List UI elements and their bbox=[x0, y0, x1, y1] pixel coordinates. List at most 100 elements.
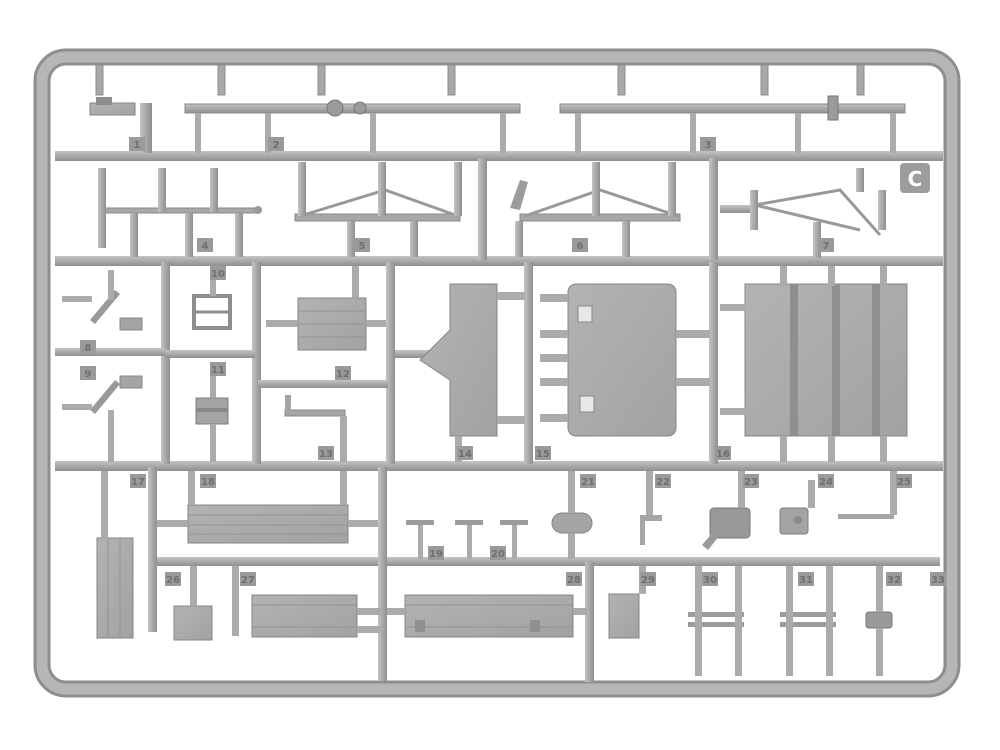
part-number-tag-bg bbox=[129, 137, 145, 151]
part-2 bbox=[184, 99, 521, 153]
part-number-tag-bg bbox=[490, 546, 506, 560]
part-number-tag-bg bbox=[335, 366, 351, 380]
part-number-12: 12 bbox=[336, 369, 350, 380]
sprue-letter-tag: C bbox=[900, 163, 930, 193]
part-number-tag-bg bbox=[566, 572, 582, 586]
part-number-19: 19 bbox=[429, 549, 443, 560]
part-11 bbox=[195, 372, 229, 462]
part-number-26: 26 bbox=[166, 575, 180, 586]
part-28 bbox=[387, 594, 587, 638]
part-18 bbox=[157, 471, 378, 544]
part-4 bbox=[98, 168, 262, 257]
part-17 bbox=[96, 471, 134, 639]
part-23 bbox=[702, 471, 751, 550]
part-number-15: 15 bbox=[536, 449, 550, 460]
part-number-tag-bg bbox=[535, 446, 551, 460]
part-31 bbox=[780, 566, 836, 676]
part-number-11: 11 bbox=[211, 365, 225, 376]
part-8-9 bbox=[62, 270, 143, 462]
part-number-28: 28 bbox=[567, 575, 581, 586]
part-number-tag-bg bbox=[80, 366, 96, 380]
part-number-9: 9 bbox=[85, 369, 92, 380]
part-number-tag-bg bbox=[130, 474, 146, 488]
part-number-tag-bg bbox=[930, 572, 946, 586]
part-number-tag-bg bbox=[798, 572, 814, 586]
part-number-tag-bg bbox=[640, 572, 656, 586]
part-number-32: 32 bbox=[887, 575, 901, 586]
part-30 bbox=[688, 566, 744, 676]
part-22 bbox=[640, 471, 662, 545]
part-number-20: 20 bbox=[491, 549, 505, 560]
part-12 bbox=[266, 266, 386, 351]
part-number-tag-bg bbox=[268, 137, 284, 151]
part-number-tag-bg bbox=[200, 474, 216, 488]
part-number-30: 30 bbox=[703, 575, 717, 586]
part-26 bbox=[173, 566, 213, 641]
part-6 bbox=[510, 162, 681, 257]
part-5 bbox=[294, 162, 462, 257]
part-number-tag-bg bbox=[700, 137, 716, 151]
outer-runner bbox=[33, 48, 961, 698]
part-number-tag-bg bbox=[240, 572, 256, 586]
part-number-tag-bg bbox=[572, 238, 588, 252]
part-number-tag-bg bbox=[886, 572, 902, 586]
part-number-10: 10 bbox=[211, 269, 225, 280]
part-number-tag-bg bbox=[80, 340, 96, 354]
part-number-25: 25 bbox=[897, 477, 911, 488]
part-15 bbox=[540, 283, 710, 437]
inner-runners bbox=[55, 151, 943, 682]
sprue-letter: C bbox=[908, 167, 923, 191]
part-number-5: 5 bbox=[359, 241, 366, 252]
part-number-6: 6 bbox=[577, 241, 584, 252]
part-number-tag-bg bbox=[197, 238, 213, 252]
part-21 bbox=[551, 471, 593, 559]
part-number-tag-bg bbox=[457, 446, 473, 460]
part-number-tag-bg bbox=[580, 474, 596, 488]
part-number-tag-bg bbox=[210, 362, 226, 376]
part-number-tag-bg bbox=[715, 446, 731, 460]
part-16 bbox=[720, 266, 908, 462]
part-number-7: 7 bbox=[823, 241, 830, 252]
part-number-tag-bg bbox=[702, 572, 718, 586]
part-number-4: 4 bbox=[202, 241, 209, 252]
part-19-20 bbox=[406, 520, 528, 559]
part-3 bbox=[559, 95, 906, 153]
part-32 bbox=[865, 566, 893, 676]
part-number-14: 14 bbox=[458, 449, 472, 460]
part-13 bbox=[284, 395, 347, 462]
part-10 bbox=[192, 266, 232, 330]
part-number-23: 23 bbox=[744, 477, 758, 488]
part-number-2: 2 bbox=[273, 140, 280, 151]
part-number-tag-bg bbox=[165, 572, 181, 586]
part-number-33: 33 bbox=[931, 575, 945, 586]
part-7 bbox=[720, 168, 886, 258]
part-number-18: 18 bbox=[201, 477, 215, 488]
part-number-tag-bg bbox=[428, 546, 444, 560]
part-number-tag-bg bbox=[210, 266, 226, 280]
part-number-3: 3 bbox=[705, 140, 712, 151]
top-gates bbox=[95, 64, 865, 96]
part-number-tag-bg bbox=[743, 474, 759, 488]
part-24 bbox=[779, 480, 815, 535]
part-number-tag-bg bbox=[818, 238, 834, 252]
part-number-24: 24 bbox=[819, 477, 833, 488]
part-14 bbox=[419, 283, 525, 462]
part-number-13: 13 bbox=[319, 449, 333, 460]
part-number-29: 29 bbox=[641, 575, 655, 586]
part-number-tag-bg bbox=[354, 238, 370, 252]
part-number-17: 17 bbox=[131, 477, 145, 488]
part-number-27: 27 bbox=[241, 575, 255, 586]
part-number-22: 22 bbox=[656, 477, 670, 488]
part-25 bbox=[838, 471, 897, 519]
part-number-tag-bg bbox=[896, 474, 912, 488]
part-27 bbox=[232, 566, 381, 638]
part-number-8: 8 bbox=[85, 343, 92, 354]
part-number-21: 21 bbox=[581, 477, 595, 488]
part-number-tag-bg bbox=[818, 474, 834, 488]
part-number-tag-bg bbox=[318, 446, 334, 460]
part-number-tag-bg bbox=[655, 474, 671, 488]
part-number-1: 1 bbox=[134, 140, 141, 151]
part-number-16: 16 bbox=[716, 449, 730, 460]
